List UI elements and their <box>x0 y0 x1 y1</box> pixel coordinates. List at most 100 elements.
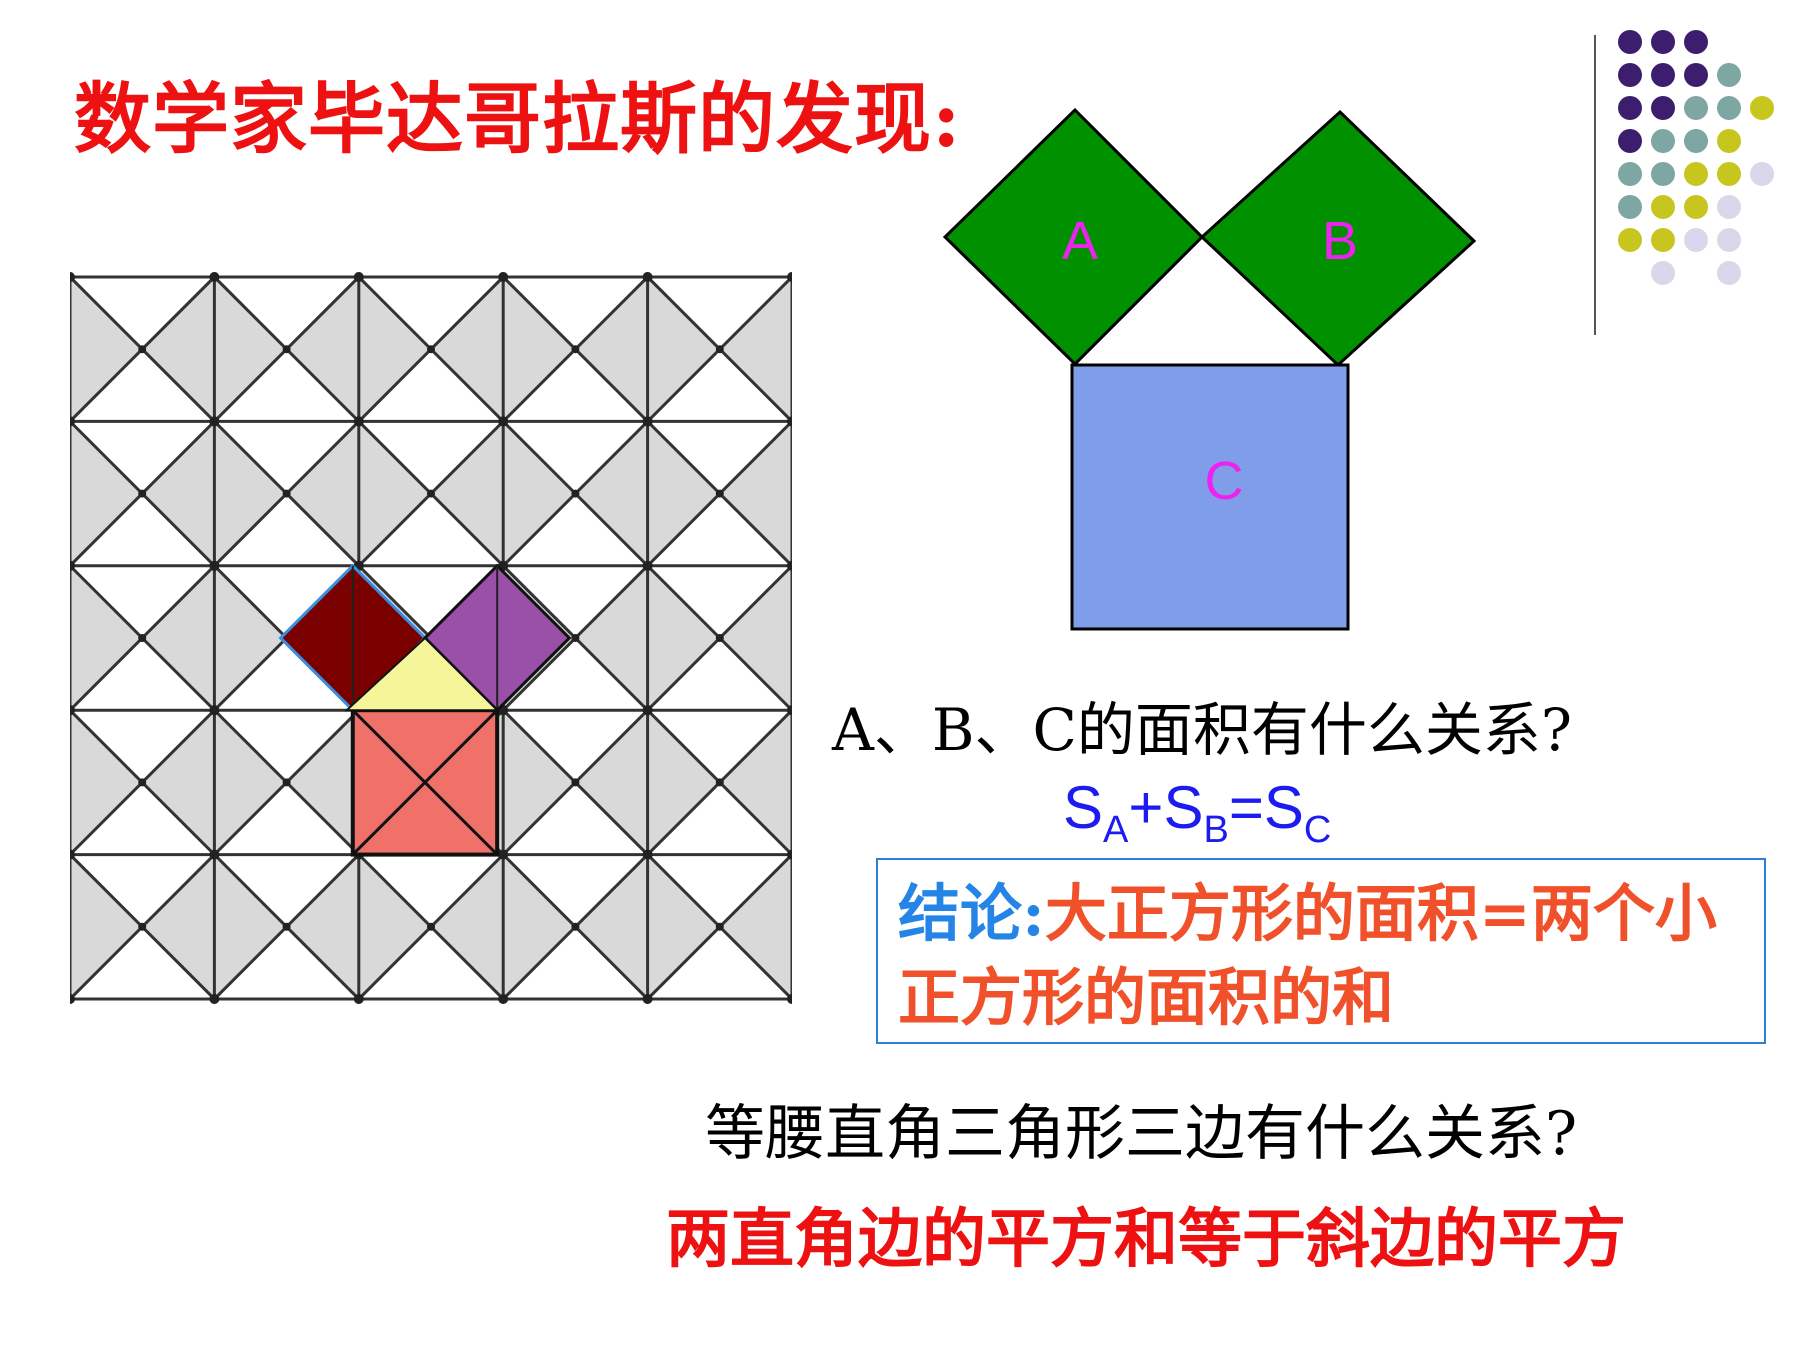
tile-white-triangle <box>214 493 359 566</box>
conclusion-text: 结论:大正方形的面积=两个小正方形的面积的和 <box>898 872 1758 1040</box>
tile-center-dot <box>282 778 291 787</box>
tile-vertex-dot <box>70 993 76 1004</box>
tile-vertex-dot <box>209 849 220 860</box>
decorative-dot <box>1618 129 1642 153</box>
yellow-right-triangle <box>344 636 500 712</box>
tile-white-triangle <box>647 926 792 999</box>
tile-vertex-dot <box>209 993 220 1004</box>
tile-vertex-dot <box>786 705 792 716</box>
tile-white-triangle <box>647 638 792 711</box>
decorative-dot-grid <box>1594 30 1774 335</box>
tile-vertex-dot <box>209 705 220 716</box>
tile-center-dot <box>282 489 291 498</box>
tile-vertex-dot <box>353 272 364 283</box>
tile-white-triangle <box>647 565 792 638</box>
tile-white-triangle <box>647 710 792 783</box>
decorative-dot <box>1618 96 1642 120</box>
conclusion-body: 大正方形的面积=两个小正方形的面积的和 <box>898 877 1717 1034</box>
decorative-dot <box>1618 162 1642 186</box>
decorative-dot <box>1717 129 1741 153</box>
tile-white-triangle <box>214 854 359 927</box>
tile-center-dot <box>571 489 580 498</box>
tile-white-triangle <box>214 349 359 422</box>
label-b: B <box>1322 211 1358 271</box>
tile-vertex-dot <box>642 416 653 427</box>
square-areas-diagram: A B C <box>942 107 1477 631</box>
tile-white-triangle <box>70 565 215 638</box>
tile-white-triangle <box>358 926 504 999</box>
decorative-dot <box>1651 30 1675 54</box>
tile-vertex-dot <box>786 272 792 283</box>
tile-vertex-dot <box>642 849 653 860</box>
square-c <box>1070 363 1350 631</box>
tile-center-dot <box>571 778 580 787</box>
tile-center-dot <box>715 489 724 498</box>
tile-white-triangle <box>503 421 648 494</box>
tile-center-dot <box>426 489 436 498</box>
tile-white-triangle <box>358 349 504 422</box>
tile-vertex-dot <box>209 272 220 283</box>
tile-white-triangle <box>70 854 215 927</box>
formula-s1: S <box>1063 774 1104 841</box>
tile-center-dot <box>138 345 147 354</box>
formula-eq: = <box>1228 774 1264 841</box>
tile-center-dot <box>426 345 436 354</box>
decorative-dot <box>1717 261 1741 285</box>
formula-plus: + <box>1128 774 1164 841</box>
tile-white-triangle <box>503 493 648 566</box>
tile-vertex-dot <box>70 416 76 427</box>
conclusion-label: 结论: <box>898 877 1045 950</box>
decorative-dot <box>1684 162 1708 186</box>
tile-center-dot <box>715 633 724 643</box>
tile-vertex-dot <box>70 560 76 571</box>
tile-white-triangle <box>70 349 215 422</box>
tile-vertex-dot <box>642 993 653 1004</box>
decorative-dot <box>1651 195 1675 219</box>
decorative-dot <box>1651 261 1675 285</box>
tile-white-triangle <box>214 565 359 638</box>
tile-white-triangle <box>70 493 215 566</box>
decorative-dot <box>1717 162 1741 186</box>
tile-white-triangle <box>358 277 504 350</box>
tile-white-triangle <box>503 638 648 711</box>
tile-vertex-dot <box>786 416 792 427</box>
tile-center-dot <box>138 778 147 787</box>
tile-white-triangle <box>214 926 359 999</box>
tile-white-triangle <box>647 854 792 927</box>
decorative-dot <box>1618 228 1642 252</box>
decorative-dot <box>1684 129 1708 153</box>
tile-white-triangle <box>503 782 648 855</box>
decorative-dot <box>1651 96 1675 120</box>
tile-white-triangle <box>503 349 648 422</box>
decorative-dot <box>1717 195 1741 219</box>
tile-vertex-dot <box>70 272 76 283</box>
tile-white-triangle <box>358 493 504 566</box>
formula-sub-a: A <box>1103 809 1129 851</box>
tile-vertex-dot <box>498 272 509 283</box>
decorative-dot <box>1684 195 1708 219</box>
salmon-diagonal-2 <box>351 709 499 856</box>
tile-vertex-dot <box>642 272 653 283</box>
tile-center-dot <box>571 633 580 643</box>
tile-white-triangle <box>503 710 648 783</box>
tile-center-dot <box>715 345 724 354</box>
tile-white-triangle <box>70 421 215 494</box>
decorative-dot <box>1684 30 1708 54</box>
tile-white-triangle <box>647 493 792 566</box>
decorative-dot <box>1684 96 1708 120</box>
tile-center-dot <box>138 489 147 498</box>
tile-center-dot <box>426 922 436 931</box>
tile-vertex-dot <box>498 416 509 427</box>
tile-white-triangle <box>214 638 359 711</box>
tile-white-triangle <box>70 926 215 999</box>
tile-white-triangle <box>70 638 215 711</box>
tile-white-triangle <box>647 349 792 422</box>
tile-vertex-dot <box>70 849 76 860</box>
tile-white-triangle <box>647 782 792 855</box>
tile-vertex-dot <box>786 560 792 571</box>
tile-white-triangle <box>358 854 504 927</box>
tile-vertex-dot <box>209 560 220 571</box>
highlighted-configuration <box>278 563 572 857</box>
tile-white-triangle <box>358 421 504 494</box>
decorative-dot <box>1651 228 1675 252</box>
